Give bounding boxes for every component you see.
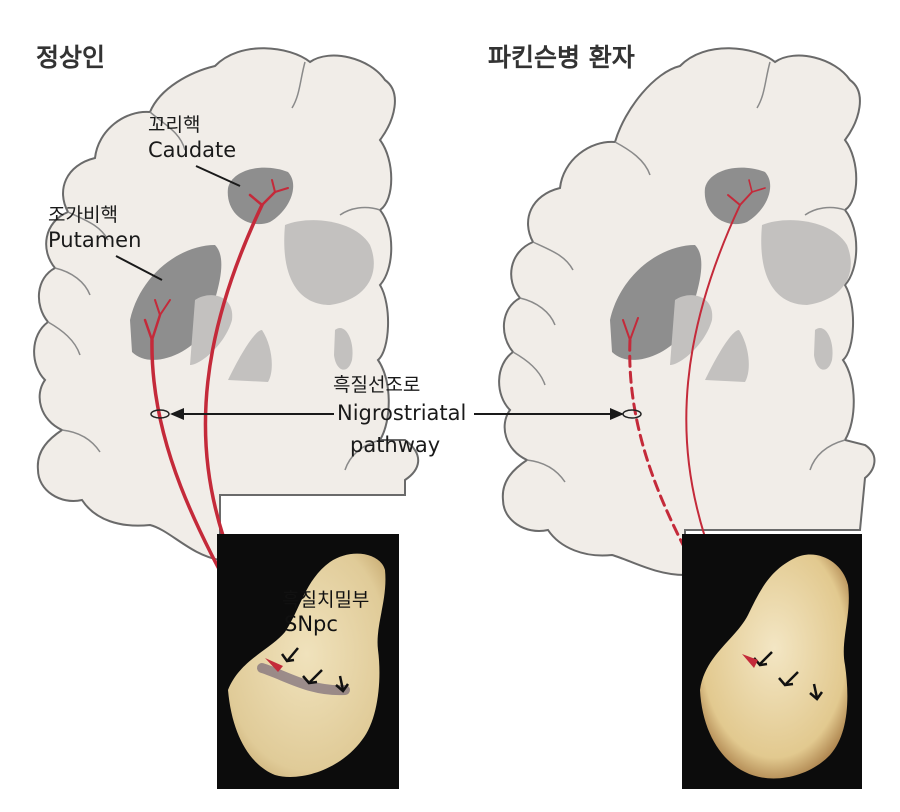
left-small-nucleus [334, 328, 353, 370]
right-caudate [704, 167, 771, 225]
putamen-leader [115, 255, 163, 281]
left-sulcus-8 [344, 439, 381, 471]
right-sulcus-4 [519, 297, 556, 326]
left-caudate [227, 167, 294, 225]
right-midbrain-tissue [700, 554, 849, 779]
leader-lines [115, 165, 622, 415]
right-fiber-terminal [742, 654, 758, 668]
pathway-label-en-line2: pathway [350, 433, 441, 457]
left-sulcus-2 [149, 111, 186, 151]
left-pathway-marker [150, 409, 170, 419]
left-snpc-arrows [280, 647, 350, 693]
right-sulcus-1 [756, 61, 771, 109]
snpc-label-en: SNpc [284, 612, 338, 636]
right-sulcus-3 [532, 241, 574, 271]
right-small-nucleus [814, 328, 833, 370]
left-sulcus-3 [67, 211, 109, 241]
caudate-label-en: Caudate [148, 138, 237, 162]
left-sulcus-4 [54, 267, 91, 296]
left-sulcus-7 [339, 206, 381, 216]
left-sulcus-1 [291, 61, 306, 109]
right-brain-section [498, 47, 876, 662]
left-panel-title: 정상인 [36, 43, 106, 72]
caudate-leader [195, 165, 241, 187]
left-brain-section [33, 47, 420, 662]
right-sulcus-2 [614, 141, 651, 176]
right-sulcus-5 [512, 351, 546, 386]
left-thalamus [284, 220, 374, 305]
left-snpc-pigment-band [257, 663, 350, 696]
left-snpc-photo [217, 534, 399, 789]
putamen-label-en: Putamen [48, 228, 142, 252]
right-sulcus-7 [804, 206, 846, 216]
pathway-label-ko: 흑질선조로 [333, 374, 421, 396]
pathway-label-en-line1: Nigrostriatal [337, 401, 467, 425]
right-sulcus-6 [526, 459, 566, 483]
putamen-label-ko: 조가비핵 [48, 204, 118, 226]
right-globus-pallidus-1 [670, 295, 713, 365]
right-panel-title: 파킨슨병 환자 [488, 43, 635, 72]
left-fiber-terminal [265, 658, 283, 672]
snpc-label-ko: 흑질치밀부 [282, 589, 370, 611]
left-midbrain-tissue [228, 553, 386, 777]
left-sulcus-5 [47, 321, 81, 356]
caudate-label-ko: 꼬리핵 [148, 114, 201, 136]
pathway-right-arrowhead [610, 408, 624, 420]
right-globus-pallidus-2 [705, 330, 749, 382]
left-globus-pallidus-2 [228, 330, 272, 382]
pathway-left-arrowhead [170, 408, 184, 420]
right-thalamus [761, 220, 851, 305]
right-snpc-photo [682, 534, 862, 789]
left-sulcus-6 [61, 429, 101, 453]
right-sulcus-8 [809, 439, 846, 471]
